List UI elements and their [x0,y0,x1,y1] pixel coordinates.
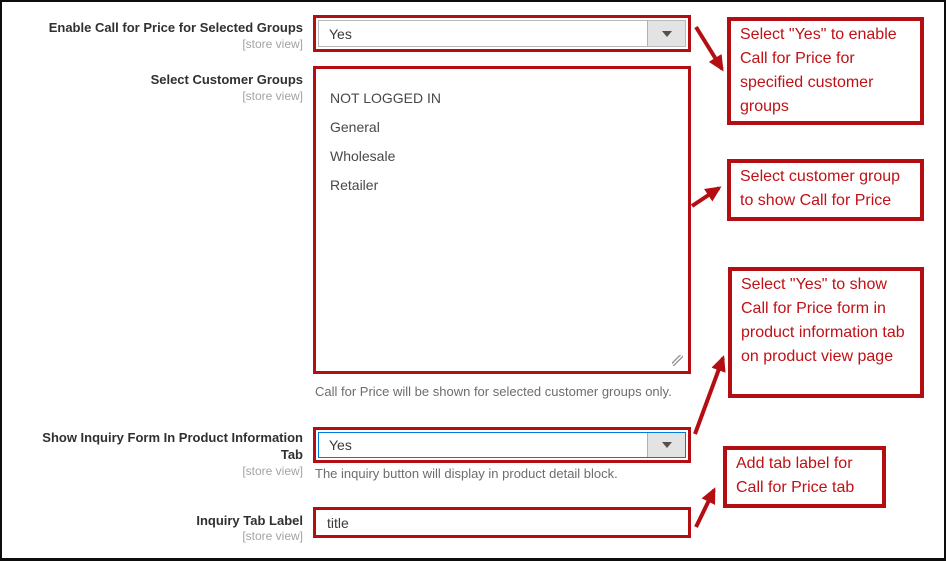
show-inquiry-form-note: The inquiry button will display in produ… [315,466,618,481]
inquiry-tab-label-highlight [313,507,691,538]
inquiry-tab-label-label: Inquiry Tab Label [196,513,303,528]
customer-group-option-general[interactable]: General [330,119,380,135]
chevron-down-icon [661,30,672,37]
customer-groups-highlight: NOT LOGGED IN General Wholesale Retailer [313,66,691,374]
inquiry-tab-label-scope: [store view] [242,529,303,543]
enable-call-for-price-highlight: Yes [313,15,691,52]
show-inquiry-form-highlight: Yes [313,427,691,463]
arrow-to-annotation-1 [694,25,724,72]
show-inquiry-form-label: Show Inquiry Form In Product Information… [42,430,303,462]
customer-group-option-not-logged-in[interactable]: NOT LOGGED IN [330,90,441,106]
enable-call-for-price-select-button[interactable] [647,21,685,46]
select-customer-groups-label: Select Customer Groups [150,72,303,87]
inquiry-tab-label-input[interactable] [318,512,686,533]
customer-groups-multiselect[interactable]: NOT LOGGED IN General Wholesale Retailer [318,71,686,369]
customer-group-option-retailer[interactable]: Retailer [330,177,379,193]
enable-call-for-price-select[interactable]: Yes [318,20,686,47]
chevron-down-icon [661,442,672,448]
arrow-to-annotation-2 [690,186,722,208]
annotation-enable-call-for-price: Select "Yes" to enable Call for Price fo… [727,17,924,125]
annotation-select-customer-group: Select customer group to show Call for P… [727,159,924,221]
enable-call-for-price-scope: [store view] [242,37,303,51]
show-inquiry-form-select[interactable]: Yes [318,432,686,458]
customer-group-option-wholesale[interactable]: Wholesale [330,148,396,164]
select-customer-groups-scope: [store view] [242,89,303,103]
customer-groups-note: Call for Price will be shown for selecte… [315,384,672,399]
arrow-to-annotation-3 [693,355,726,435]
annotation-inquiry-tab-label: Add tab label for Call for Price tab [723,446,886,508]
show-inquiry-form-scope: [store view] [242,464,303,478]
arrow-to-annotation-4 [694,487,716,528]
show-inquiry-form-select-button[interactable] [647,433,685,457]
show-inquiry-form-select-value: Yes [329,437,352,453]
annotation-show-inquiry-form: Select "Yes" to show Call for Price form… [728,267,924,398]
enable-call-for-price-select-value: Yes [329,25,352,42]
resize-grip-icon[interactable] [672,355,683,366]
enable-call-for-price-label: Enable Call for Price for Selected Group… [48,20,303,35]
